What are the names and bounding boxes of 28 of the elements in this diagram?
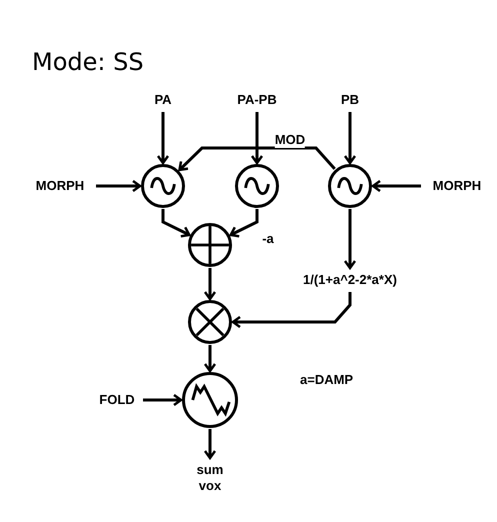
arrow	[143, 394, 182, 406]
multiplier-symbol	[188, 300, 232, 344]
arrow	[344, 112, 356, 164]
arrow	[178, 146, 336, 172]
adder-symbol	[188, 223, 232, 267]
arrow	[156, 112, 170, 164]
formula-text: 1/(1+a^2-2*a*X)	[270, 271, 430, 289]
arrow	[344, 209, 356, 270]
oscillator-symbol	[141, 164, 185, 208]
input-label: MORPH	[27, 177, 93, 195]
input-label: PB	[335, 91, 365, 109]
arrow	[96, 180, 142, 192]
input-label: FOLD	[94, 391, 140, 409]
note-text: a=DAMP	[300, 372, 354, 388]
arrow	[372, 180, 421, 192]
oscillator-symbol	[328, 164, 372, 208]
title: Mode: SS	[32, 48, 144, 76]
edge-label: MOD	[274, 132, 306, 148]
input-label: PA	[148, 91, 178, 109]
arrow	[204, 429, 216, 460]
input-label: PA-PB	[225, 91, 289, 109]
input-label: MORPH	[424, 177, 490, 195]
arrow	[204, 345, 216, 372]
arrow	[250, 112, 264, 164]
arrow	[204, 268, 216, 300]
arrow	[232, 292, 352, 328]
output-label: sum vox	[190, 461, 230, 495]
oscillator-symbol	[235, 164, 279, 208]
